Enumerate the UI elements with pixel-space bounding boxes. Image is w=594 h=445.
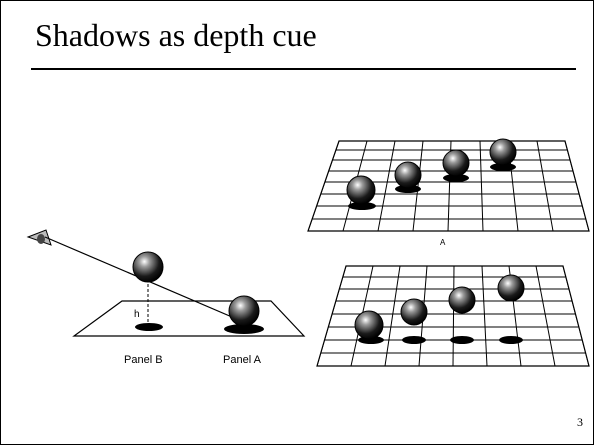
eye-icon bbox=[26, 229, 52, 246]
slide-title: Shadows as depth cue bbox=[35, 17, 317, 53]
height-label: h bbox=[134, 309, 140, 320]
top-right-grid: A bbox=[307, 138, 590, 247]
title-divider bbox=[31, 68, 576, 70]
shadow-panel-b bbox=[135, 323, 163, 331]
panel-b-label: Panel B bbox=[124, 354, 163, 366]
ball-panel-b bbox=[132, 251, 164, 283]
shadow-panel-a bbox=[224, 324, 264, 334]
left-diagram: h Panel B Panel A bbox=[26, 229, 306, 366]
ball-panel-a bbox=[228, 295, 260, 327]
grid-a-label: A bbox=[440, 238, 446, 247]
page-number: 3 bbox=[577, 415, 583, 429]
ground-plane bbox=[72, 300, 306, 337]
bottom-right-grid bbox=[316, 265, 590, 367]
panel-a-label: Panel A bbox=[223, 354, 262, 366]
